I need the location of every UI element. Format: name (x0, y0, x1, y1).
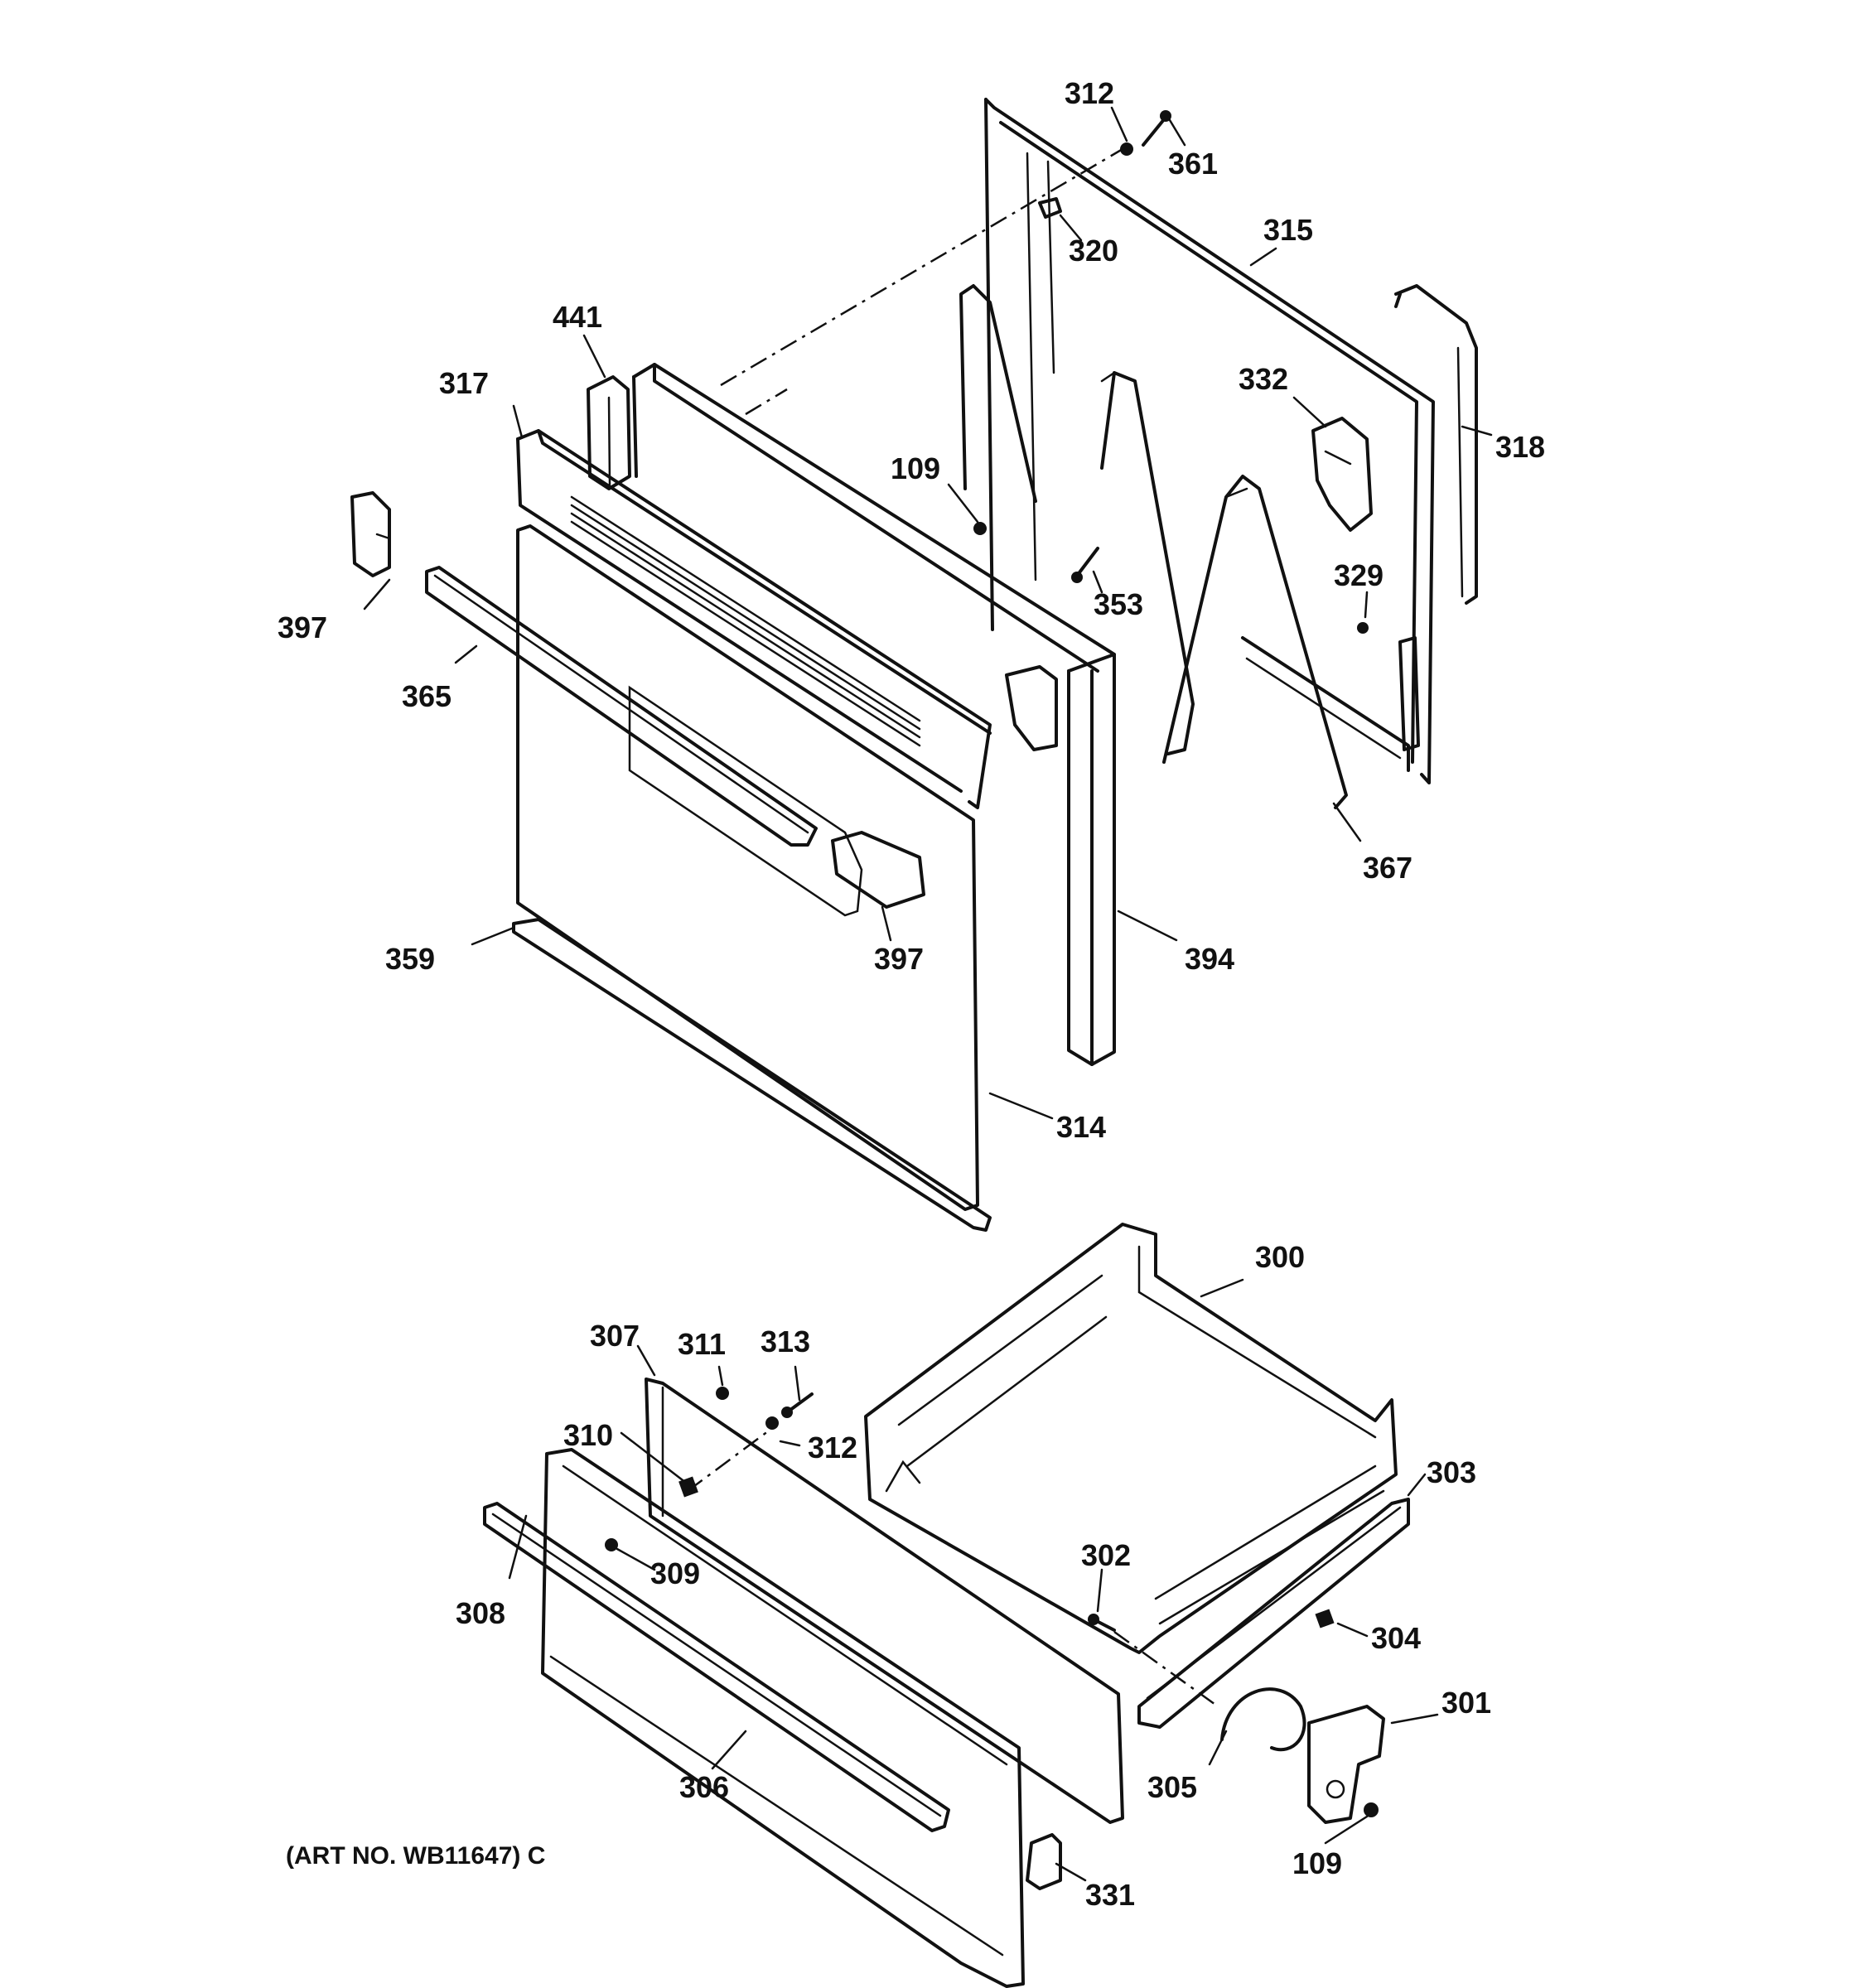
fastener-109-lower (1364, 1802, 1379, 1817)
hinge-bracket-441 (587, 375, 631, 490)
part-labels: 312 361 320 315 441 317 332 318 109 397 … (278, 76, 1545, 1912)
screw-353 (1071, 547, 1099, 583)
assembly-line-upper-2 (745, 388, 788, 416)
nut-311 (716, 1387, 729, 1400)
label-313: 313 (761, 1325, 810, 1358)
drawer-inner-panel-307 (645, 1378, 1124, 1824)
vent-trim-317 (516, 429, 992, 809)
label-359: 359 (385, 942, 435, 976)
label-331: 331 (1085, 1878, 1135, 1912)
label-312-lower: 312 (808, 1431, 857, 1464)
screw-302 (1088, 1614, 1116, 1632)
label-301: 301 (1441, 1686, 1491, 1720)
door-glass-314 (516, 524, 979, 1211)
label-318: 318 (1495, 430, 1545, 464)
clip-320 (1038, 197, 1062, 219)
drawer-handle-308 (483, 1502, 950, 1832)
screw-309 (605, 1538, 618, 1551)
label-314: 314 (1056, 1110, 1106, 1144)
screw-329 (1357, 622, 1369, 634)
handle-endcap-397-right (831, 831, 925, 909)
label-302: 302 (1081, 1538, 1131, 1572)
label-365: 365 (402, 679, 452, 713)
label-310: 310 (563, 1418, 613, 1452)
label-306: 306 (679, 1770, 729, 1804)
label-315: 315 (1263, 213, 1313, 247)
door-handle-365 (425, 566, 818, 847)
art-number: (ART NO. WB11647) C (286, 1842, 545, 1870)
slide-bracket-331 (1026, 1833, 1062, 1890)
assembly-line-drawer (1113, 1630, 1219, 1708)
label-320: 320 (1069, 234, 1118, 268)
drawer-front-306 (541, 1448, 1025, 1988)
bottom-trim-359 (512, 918, 992, 1232)
washer-312-lower (765, 1416, 779, 1430)
label-307: 307 (590, 1319, 640, 1353)
bumper-304 (1315, 1609, 1335, 1629)
label-317: 317 (439, 366, 489, 400)
screw-313 (781, 1392, 814, 1418)
assembly-line-lower (687, 1425, 775, 1493)
label-308: 308 (456, 1596, 505, 1630)
label-109-lower: 109 (1292, 1846, 1342, 1880)
label-309: 309 (650, 1556, 700, 1590)
leader-lines (363, 106, 1493, 1882)
handle-endcap-397-left (350, 491, 391, 577)
label-361: 361 (1168, 147, 1218, 181)
label-303: 303 (1427, 1455, 1476, 1489)
label-397-right: 397 (874, 942, 924, 976)
label-353: 353 (1094, 587, 1143, 621)
label-312-top: 312 (1065, 76, 1114, 110)
door-frame-394 (632, 363, 1116, 1066)
door-seal-318 (1394, 284, 1478, 605)
assembly-line-upper (720, 147, 1123, 387)
bracket-332 (1311, 417, 1373, 532)
drawer-slide-303 (1137, 1498, 1410, 1729)
label-332: 332 (1239, 362, 1288, 396)
fastener-109-upper (973, 522, 987, 535)
label-305: 305 (1147, 1770, 1197, 1804)
label-441: 441 (553, 300, 602, 334)
hinge-bracket-right (1005, 665, 1058, 751)
door-back-panel-315 (984, 98, 1435, 784)
hinge-wire-rods (959, 284, 1348, 809)
label-329: 329 (1334, 558, 1384, 592)
washer-312-top (1120, 142, 1133, 156)
screw-361 (1142, 110, 1171, 147)
drawer-box-300 (864, 1223, 1398, 1654)
label-394: 394 (1185, 942, 1234, 976)
label-397-left: 397 (278, 610, 327, 644)
label-300: 300 (1255, 1240, 1305, 1274)
label-304: 304 (1371, 1621, 1421, 1655)
label-367: 367 (1363, 851, 1412, 885)
label-311: 311 (678, 1327, 726, 1361)
spring-clip-305 (1220, 1687, 1306, 1752)
label-109-upper: 109 (891, 451, 940, 485)
bracket-301 (1307, 1705, 1385, 1824)
